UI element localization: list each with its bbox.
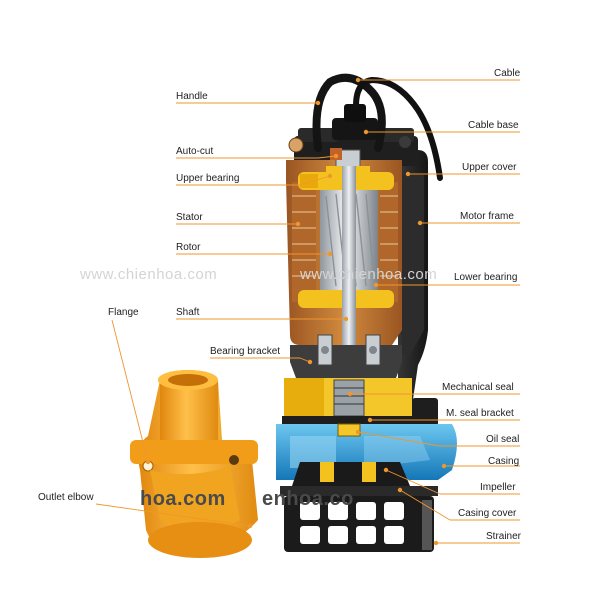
flange-shape xyxy=(130,440,258,464)
label-upper-cover: Upper cover xyxy=(462,162,517,173)
label-shaft: Shaft xyxy=(176,307,200,318)
impeller-shape xyxy=(292,462,410,486)
leader-dots xyxy=(145,77,447,546)
cable-base-shape xyxy=(332,118,378,140)
label-strainer: Strainer xyxy=(486,531,522,542)
pump-body xyxy=(276,73,457,552)
label-m-seal-bracket: M. seal bracket xyxy=(446,408,514,419)
label-auto-cut: Auto-cut xyxy=(176,146,214,157)
label-cable-base: Cable base xyxy=(468,120,519,131)
stator-shape xyxy=(292,182,316,302)
watermark-lower-right: enhoa.co xyxy=(262,488,354,510)
label-motor-frame: Motor frame xyxy=(460,211,514,222)
label-lower-bearing: Lower bearing xyxy=(454,272,518,283)
bearing-bracket-shape xyxy=(290,345,402,378)
label-rotor: Rotor xyxy=(176,242,201,253)
handle-shape xyxy=(312,73,386,152)
label-casing: Casing xyxy=(488,456,520,467)
watermark-left: www.chienhoa.com xyxy=(80,266,218,283)
outlet-elbow-illustration xyxy=(130,370,258,558)
label-stator: Stator xyxy=(176,212,203,223)
label-handle: Handle xyxy=(176,91,208,102)
watermark-lower: hoa.com xyxy=(140,488,226,510)
m-seal-bracket-shape xyxy=(282,416,432,424)
label-oil-seal: Oil seal xyxy=(486,434,520,445)
cable-shape xyxy=(353,76,443,181)
label-bearing-bracket: Bearing bracket xyxy=(210,346,281,357)
label-flange: Flange xyxy=(108,307,139,318)
label-cable: Cable xyxy=(494,68,521,79)
casing-cover-shape xyxy=(280,486,438,496)
mechanical-seal-shape xyxy=(333,379,365,417)
label-upper-bearing: Upper bearing xyxy=(176,173,240,184)
label-mechanical-seal: Mechanical seal xyxy=(442,382,514,393)
label-outlet-elbow: Outlet elbow xyxy=(38,492,94,503)
watermark-right: www.chienhoa.com xyxy=(300,266,438,283)
label-impeller: Impeller xyxy=(480,482,516,493)
label-casing-cover: Casing cover xyxy=(458,508,517,519)
